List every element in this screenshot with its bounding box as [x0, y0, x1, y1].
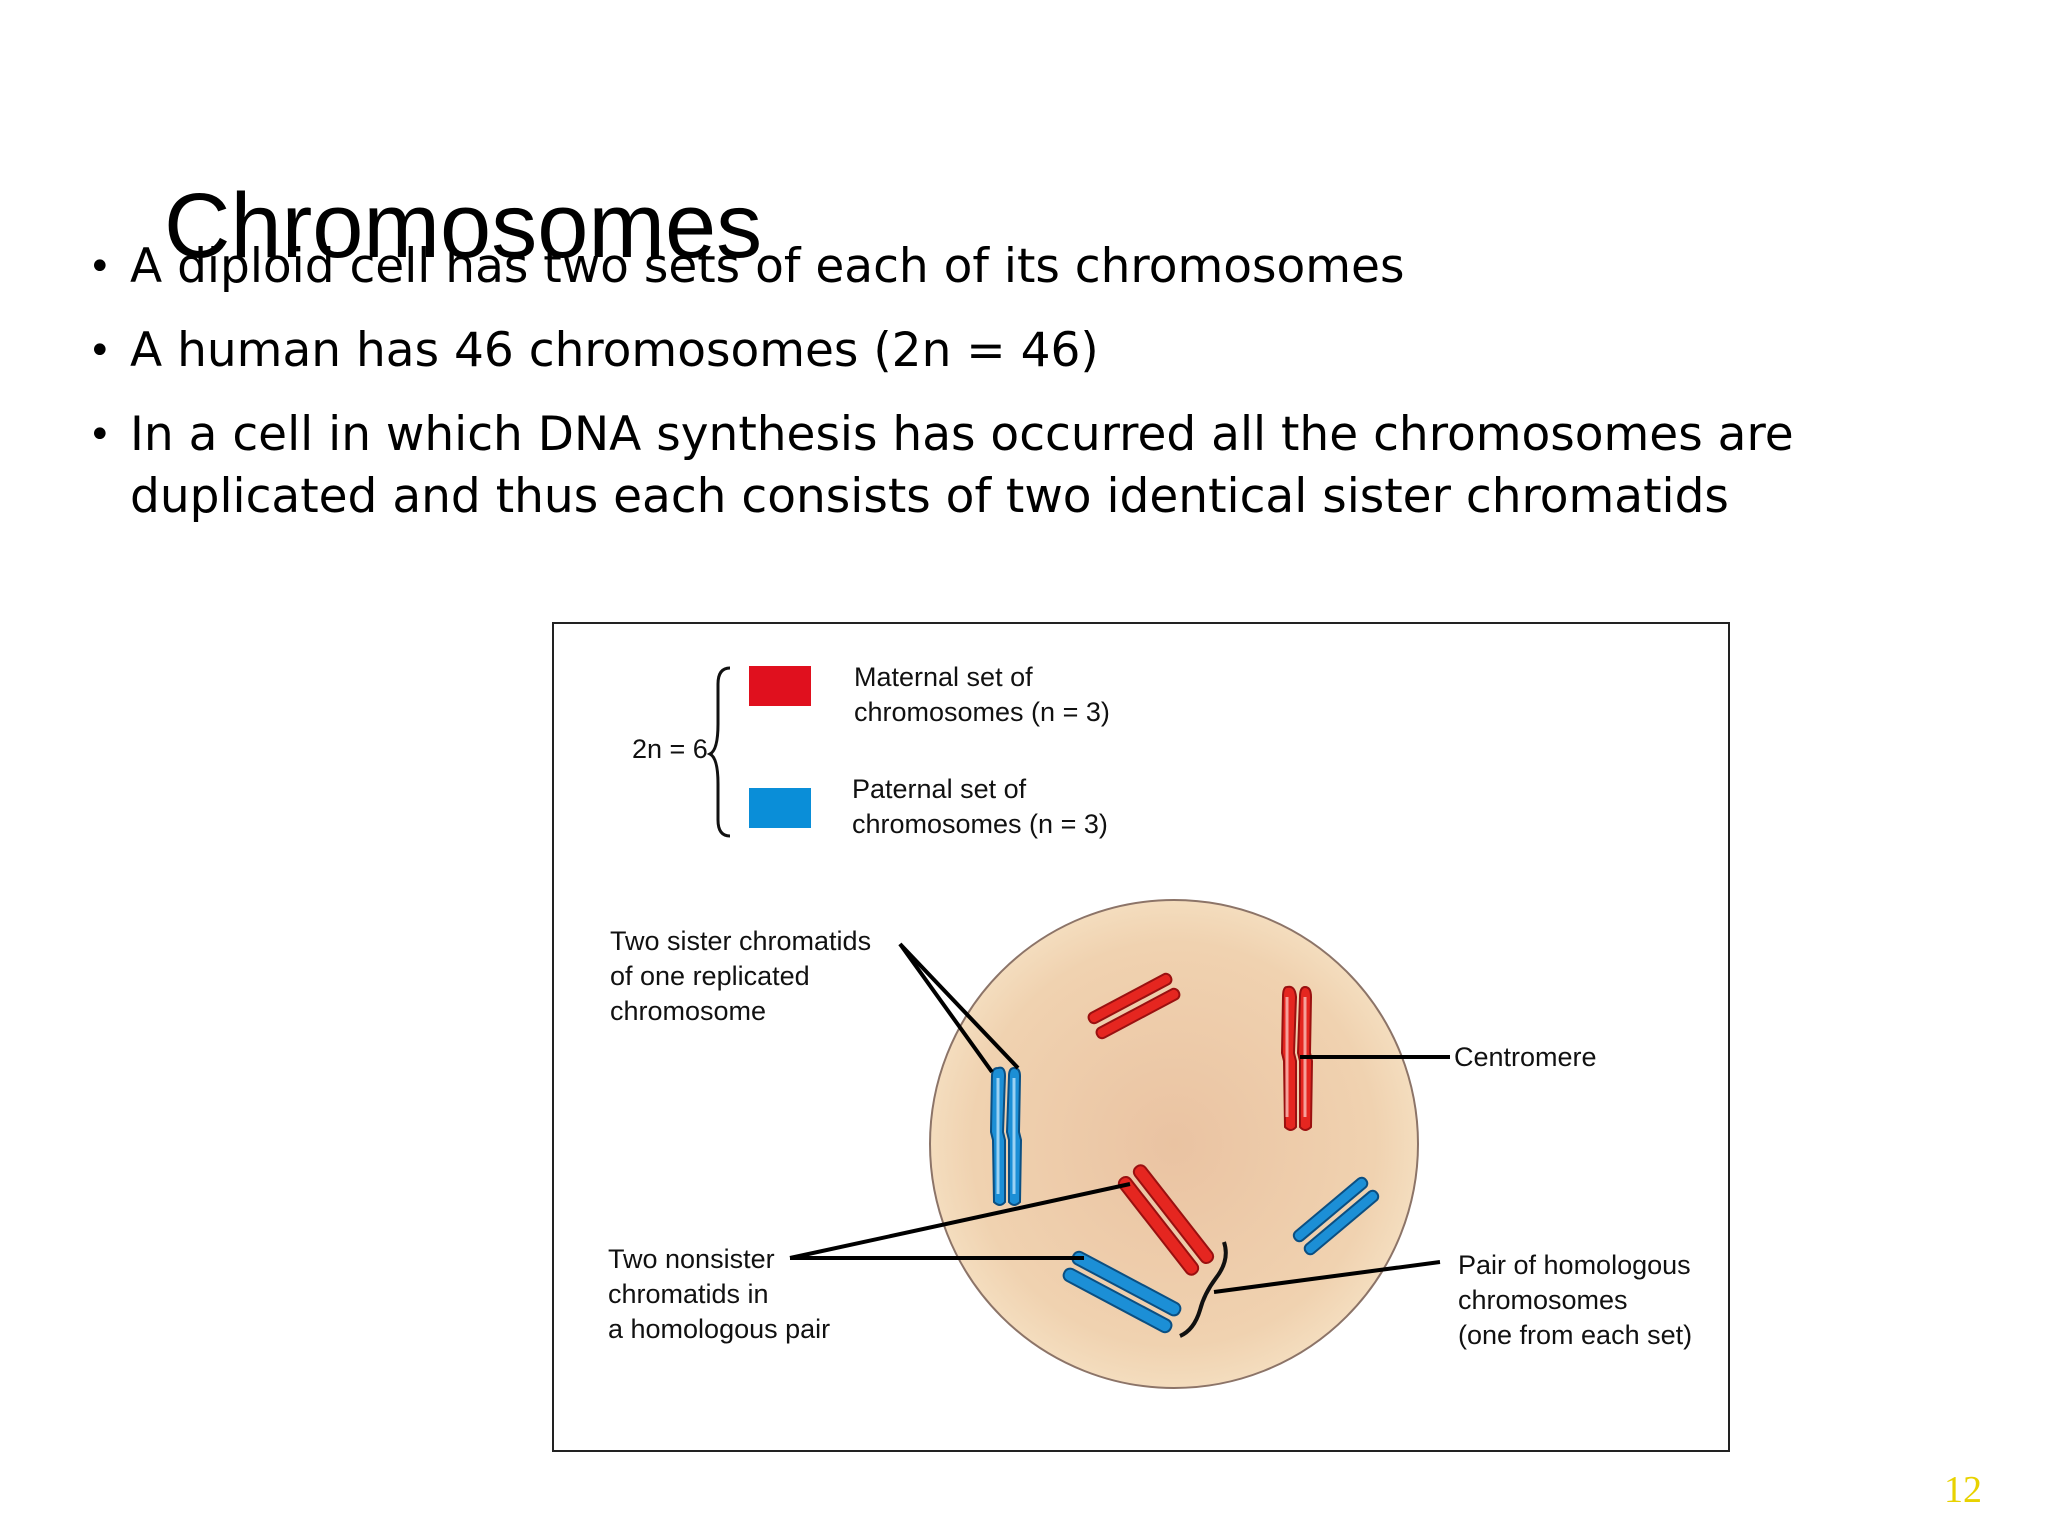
chromosome-figure: 2n = 6 Maternal set of chromosomes (n = …	[552, 622, 1730, 1452]
paternal-legend-label: Paternal set of chromosomes (n = 3)	[852, 774, 1108, 839]
maternal-chromosome-small	[1087, 972, 1181, 1040]
centromere-label: Centromere	[1454, 1042, 1597, 1072]
slide-title: Chromosomes	[164, 175, 763, 277]
sister-pointer-2	[898, 942, 1020, 1070]
maternal-legend-label: Maternal set of chromosomes (n = 3)	[854, 662, 1110, 727]
paternal-chromosome-medium	[1062, 1250, 1182, 1334]
bullet-text: A diploid cell has two sets of each of i…	[130, 239, 1405, 294]
maternal-chromosome-large	[1280, 985, 1314, 1131]
paternal-chromosome-large	[989, 1066, 1023, 1206]
page-number: 12	[1944, 1469, 1982, 1511]
bullet-text: In a cell in which DNA synthesis has occ…	[130, 407, 1794, 524]
bullet-icon: •	[88, 412, 112, 458]
paternal-swatch	[749, 788, 811, 828]
nonsister-pointer-1	[789, 1182, 1131, 1260]
bullet-item: • A human has 46 chromosomes (2n = 46)	[88, 320, 1968, 382]
bullet-text: A human has 46 chromosomes (2n = 46)	[130, 323, 1099, 378]
sister-pointer-1	[898, 942, 994, 1074]
ploidy-brace	[706, 666, 731, 838]
bullet-icon: •	[88, 328, 112, 374]
bullet-item: • A diploid cell has two sets of each of …	[88, 236, 1968, 298]
homologous-pair-label: Pair of homologous chromosomes (one from…	[1458, 1250, 1693, 1350]
homologous-pointer	[1213, 1260, 1441, 1294]
ploidy-label: 2n = 6	[632, 734, 708, 764]
paternal-chromosome-small	[1292, 1176, 1380, 1256]
sister-chromatids-label: Two sister chromatids of one replicated …	[610, 926, 872, 1026]
bullet-icon: •	[88, 244, 112, 290]
homologous-brace	[1179, 1241, 1228, 1338]
maternal-swatch	[749, 666, 811, 706]
maternal-chromosome-medium	[1117, 1164, 1215, 1276]
bullet-item: • In a cell in which DNA synthesis has oc…	[88, 404, 1968, 528]
nonsister-chromatids-label: Two nonsister chromatids in a homologous…	[608, 1244, 831, 1344]
bullet-list: • A diploid cell has two sets of each of …	[88, 236, 1968, 550]
chromosome-diagram	[706, 666, 1450, 1389]
